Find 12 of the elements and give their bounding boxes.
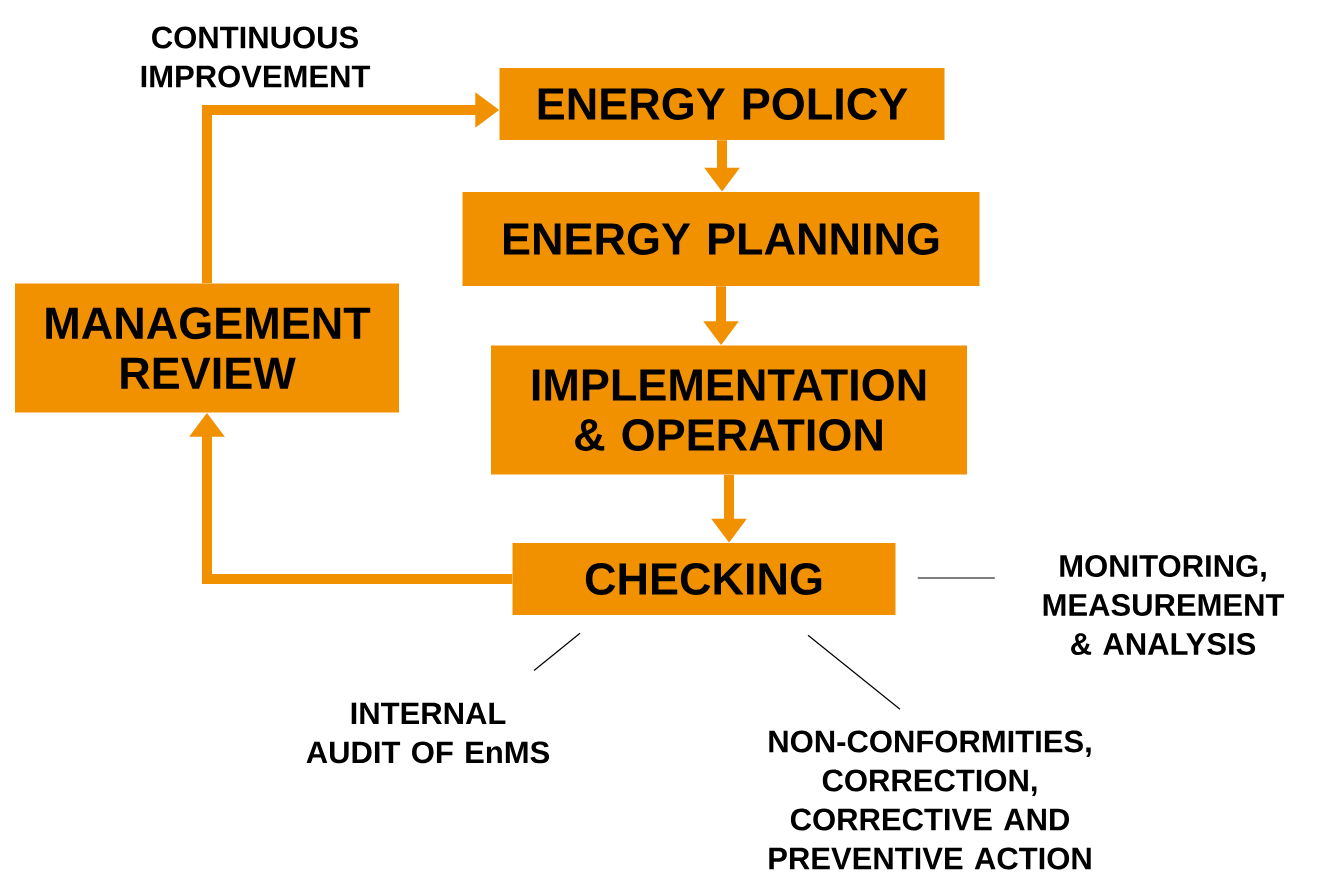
leader-line [917, 577, 996, 579]
process-box: IMPLEMENTATION & OPERATION [491, 345, 967, 475]
leader-line [533, 632, 581, 672]
edge-label: CONTINUOUS IMPROVEMENT [141, 26, 371, 88]
leader-line [807, 634, 901, 710]
annotation-text: MONITORING, MEASUREMENT & ANALYSIS [1043, 555, 1285, 655]
annotation-text: NON-CONFORMITIES, CORRECTION, CORRECTIVE AND PREVENTIVE ACTION [769, 730, 1091, 870]
annotation-text: INTERNAL AUDIT OF EnMS [306, 702, 550, 764]
process-box: CHECKING [512, 543, 896, 615]
process-box: ENERGY PLANNING [462, 192, 980, 286]
process-box: ENERGY POLICY [499, 68, 945, 140]
process-box: MANAGEMENT REVIEW [15, 283, 399, 413]
